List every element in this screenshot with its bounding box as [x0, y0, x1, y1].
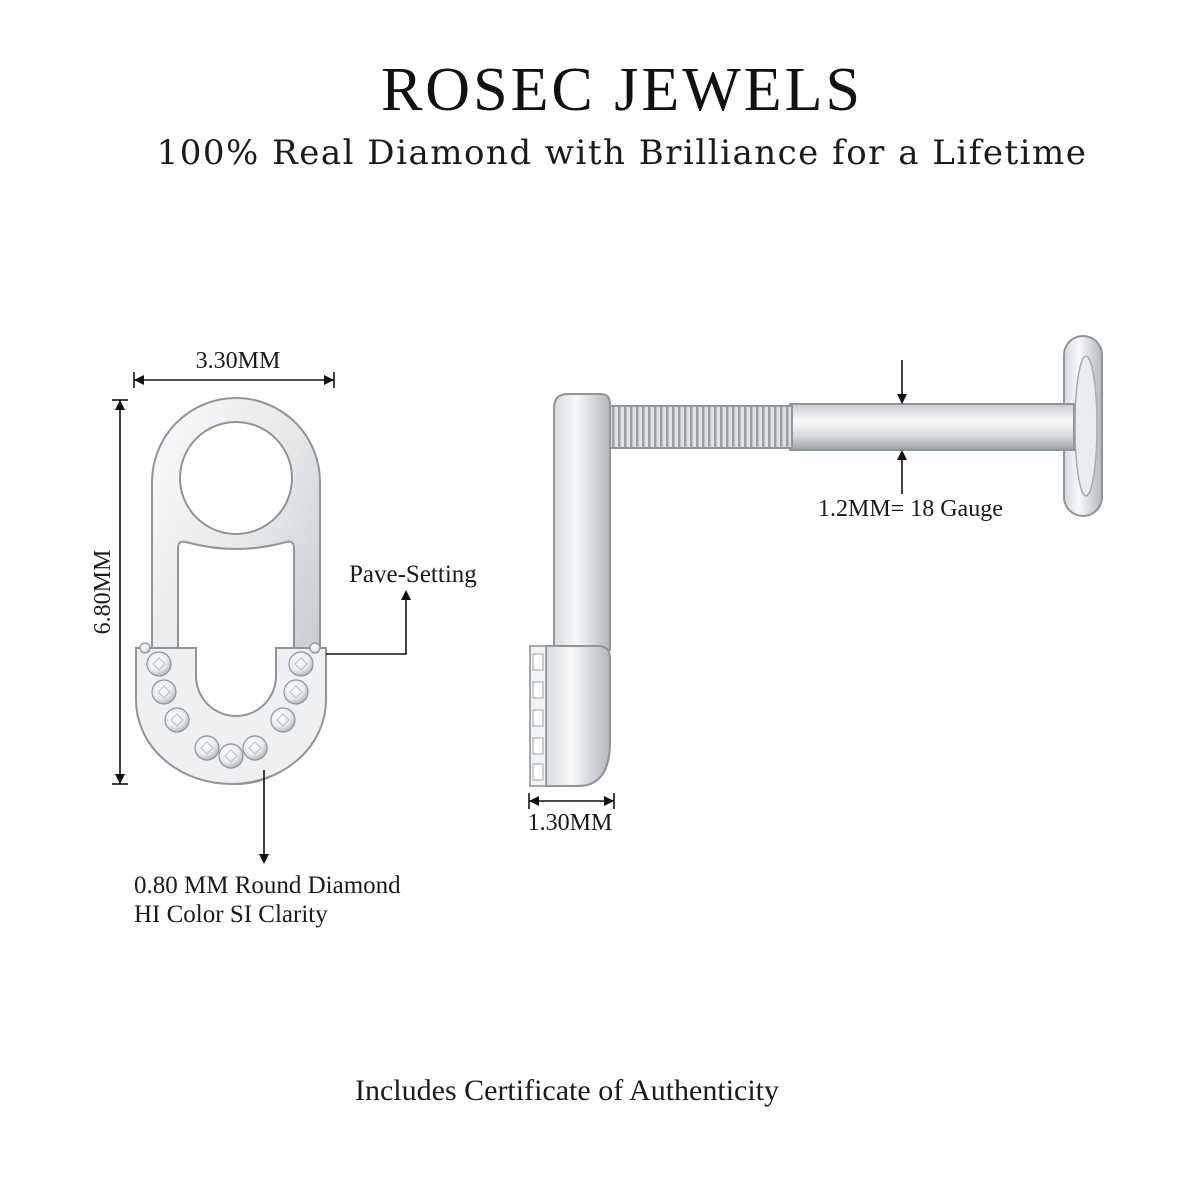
post-threads [605, 405, 793, 449]
side-gem [532, 709, 544, 727]
pave-setting-label: Pave-Setting [349, 561, 477, 588]
width-dimension: 3.30MM [133, 348, 335, 388]
diamond-gem [270, 707, 296, 733]
pave-band [135, 647, 327, 786]
diamond-gem [218, 743, 244, 769]
brand-title: ROSEC JEWELS [381, 56, 863, 124]
post-bar [789, 403, 1075, 451]
pave-setting-callout: Pave-Setting [326, 561, 477, 655]
depth-label: 1.30MM [528, 810, 613, 836]
depth-dimension: 1.30MM [528, 793, 615, 836]
diamond-spec-line2: HI Color SI Clarity [134, 901, 328, 928]
diamond-spec-line1: 0.80 MM Round Diamond [134, 872, 401, 899]
gem-facet [200, 741, 214, 755]
gem-facet [276, 713, 290, 727]
side-gem [532, 737, 544, 755]
height-dimension: 6.80MM [90, 399, 128, 785]
brand-tagline: 100% Real Diamond with Brilliance for a … [157, 133, 1088, 173]
pin-side-profile [553, 393, 611, 651]
diamond-gem [288, 651, 314, 677]
height-label: 6.80MM [90, 550, 116, 635]
gem-facet [294, 657, 308, 671]
diamond-gem [139, 642, 151, 654]
diamond-gem [151, 679, 177, 705]
side-gem [532, 653, 544, 671]
diamond-gem [309, 642, 321, 654]
side-gem [532, 763, 544, 781]
pin-ring-hole [179, 421, 293, 535]
diamond-gem [283, 679, 309, 705]
certificate-text: Includes Certificate of Authenticity [355, 1074, 779, 1107]
gem-facet [224, 749, 238, 763]
gem-facet [289, 685, 303, 699]
gauge-dimension: 1.2MM= 18 Gauge [818, 360, 1003, 522]
diamond-gem [194, 735, 220, 761]
gem-facet [248, 741, 262, 755]
gem-facet [170, 713, 184, 727]
gauge-label: 1.2MM= 18 Gauge [818, 496, 1003, 522]
width-label: 3.30MM [196, 348, 281, 374]
diamond-gem [164, 707, 190, 733]
side-gem-facets [532, 653, 544, 781]
diamond-gem [242, 735, 268, 761]
gem-facet [152, 657, 166, 671]
front-view [135, 396, 327, 786]
side-view [529, 335, 1103, 787]
pave-gems [139, 642, 321, 769]
diamond-callout: 0.80 MM Round Diamond HI Color SI Clarit… [134, 770, 401, 928]
gem-facet [157, 685, 171, 699]
side-gem [532, 681, 544, 699]
pave-side-block [545, 645, 611, 787]
diamond-gem [146, 651, 172, 677]
